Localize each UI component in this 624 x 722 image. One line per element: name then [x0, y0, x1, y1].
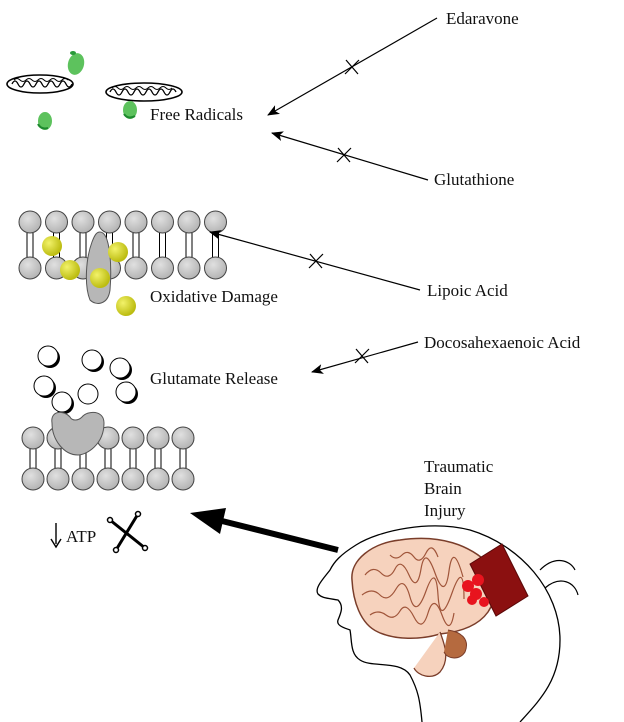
mitochondrion-left [6, 74, 74, 94]
glutamate-vesicle [77, 383, 99, 405]
dha-inhibition-arrow [311, 341, 419, 374]
lipid-head [124, 256, 148, 280]
glutamate-vesicle [81, 349, 104, 372]
edaravone-inhibition-arrow [267, 17, 438, 116]
lipid-head [98, 210, 121, 234]
lipid-head [146, 467, 170, 491]
lipoic-acid-inhibition-arrow [209, 230, 421, 291]
glutamate-receptor [51, 411, 105, 456]
treatment-edaravone: Edaravone [446, 9, 519, 28]
lipid-head [204, 210, 227, 234]
lipid-head [146, 426, 170, 450]
oxidant-particle [60, 260, 80, 280]
oxidant-particle [90, 268, 110, 288]
glutamate-release-label: Glutamate Release [150, 369, 278, 388]
lipid-head [21, 467, 45, 491]
lipid-head [18, 210, 42, 234]
broken-atp-icon [106, 510, 149, 554]
lipid-head [21, 426, 45, 450]
free-radical-particle [123, 101, 137, 119]
lipid-head [71, 210, 95, 234]
treatment-lipoic-acid: Lipoic Acid [427, 281, 508, 300]
impact-site-icon [462, 574, 489, 607]
atp-decrease-arrow [50, 523, 62, 549]
oxidant-particle [42, 236, 62, 256]
treatment-dha: Docosahexaenoic Acid [424, 333, 581, 352]
oxidative-damage-label: Oxidative Damage [150, 287, 278, 306]
lipid-head [151, 256, 174, 280]
lipid-head [151, 210, 174, 234]
glutamate-vesicles [33, 345, 138, 414]
lipid-head [171, 426, 195, 450]
glutamate-vesicle [37, 345, 60, 368]
lipid-head [96, 467, 120, 491]
oxidant-particles [42, 236, 136, 316]
brain [351, 537, 497, 678]
glutathione-inhibition-arrow [271, 131, 429, 181]
glutamate-vesicle [115, 381, 138, 404]
tbi-label-line1: Traumatic [424, 457, 494, 476]
lipid-head [18, 256, 42, 280]
free-radicals-label: Free Radicals [150, 105, 243, 124]
lipid-head [124, 210, 148, 234]
atp-label: ATP [66, 527, 96, 546]
lipid-bilayer-lower [21, 426, 195, 491]
oxidant-particle [108, 242, 128, 262]
lipid-head [204, 256, 227, 280]
lipid-head [45, 210, 68, 234]
lipid-head [177, 210, 201, 234]
glutamate-vesicle [109, 357, 132, 380]
lipid-head [177, 256, 201, 280]
lipid-bilayer-upper [18, 210, 227, 280]
oxidant-particle [116, 296, 136, 316]
impact-motion-lines [539, 560, 579, 596]
free-radical-particle [67, 51, 85, 75]
glutamate-vesicle [33, 375, 56, 398]
injury-cascade-arrow [190, 508, 339, 553]
lipid-head [171, 467, 195, 491]
lipid-head [71, 467, 95, 491]
treatment-glutathione: Glutathione [434, 170, 514, 189]
tbi-label-line2: Brain [424, 479, 462, 498]
lipid-head [121, 426, 145, 450]
lipid-head [46, 467, 70, 491]
mitochondrion-right [105, 82, 183, 102]
lipid-head [121, 467, 145, 491]
free-radical-particle [37, 112, 52, 130]
damaged-membrane-protein [85, 231, 112, 304]
glutamate-vesicle [51, 391, 74, 414]
tbi-label-line3: Injury [424, 501, 466, 520]
